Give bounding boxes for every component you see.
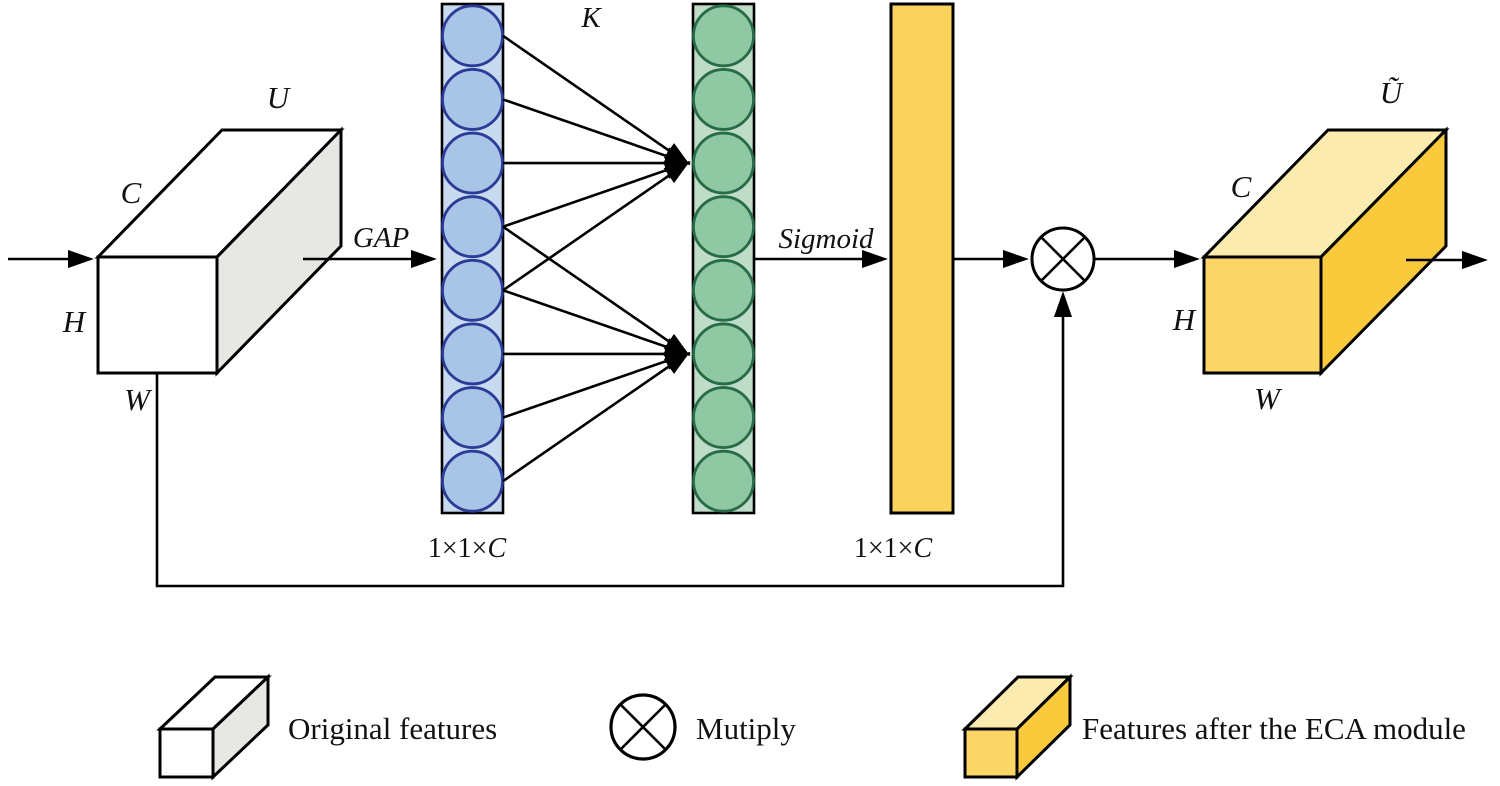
- conv-connection-line: [502, 98, 691, 165]
- legend: Original features Mutiply Features after…: [156, 673, 1466, 781]
- gap-output-dim-label: 1×1×C: [428, 533, 507, 564]
- conv-connection-line: [502, 351, 691, 483]
- legend-multiply-label: Mutiply: [696, 711, 796, 746]
- input-cuboid-channel-label: C: [121, 175, 142, 210]
- gap-channel-node: [441, 258, 504, 322]
- gap-arrow-group: GAP: [303, 222, 437, 269]
- gap-channel-node: [441, 131, 504, 195]
- gap-channel-node: [441, 449, 504, 513]
- attention-weights-bar-rect: [889, 2, 955, 515]
- gap-channel-node: [441, 4, 504, 68]
- sigmoid-label: Sigmoid: [778, 223, 874, 255]
- input-cuboid-height-label: H: [62, 304, 87, 339]
- conv-connection-line: [502, 225, 691, 357]
- dim-label-prefix: 1×1×: [854, 533, 914, 564]
- dim-label-c: C: [913, 533, 932, 564]
- conv-channel-node: [692, 4, 755, 68]
- conv-connection-line: [502, 352, 691, 419]
- output-cuboid-channel-label: C: [1231, 169, 1252, 204]
- legend-original-features-label: Original features: [288, 711, 497, 746]
- gap-channel-node: [441, 386, 504, 449]
- conv-channel-node: [692, 449, 755, 513]
- input-cuboid-top-label: U: [267, 80, 292, 115]
- dim-label-prefix: 1×1×: [428, 533, 488, 564]
- legend-item-eca-features: Features after the ECA module: [961, 673, 1466, 781]
- attention-weights-bar: 1×1×C: [854, 2, 955, 564]
- gap-output-column-circles: [441, 4, 504, 513]
- multiply-x-stroke: [1040, 236, 1086, 282]
- conv-connection-line: [502, 34, 691, 166]
- gap-label: GAP: [353, 222, 409, 254]
- input-cuboid-width-label: W: [124, 382, 153, 417]
- conv-connection-line: [502, 160, 691, 292]
- conv1d-connections: [502, 34, 691, 483]
- legend-item-multiply: Mutiply: [609, 693, 796, 761]
- output-cuboid-front-face: [1202, 255, 1323, 375]
- output-cuboid-width-label: W: [1254, 381, 1283, 416]
- legend-yellow-cuboid-front: [963, 727, 1019, 779]
- input-feature-cuboid: U C H W: [62, 80, 345, 417]
- legend-gray-cuboid-front: [158, 727, 215, 779]
- input-cuboid-front-face: [96, 255, 219, 375]
- conv-channel-node: [692, 322, 755, 386]
- output-cuboid-height-label: H: [1172, 302, 1197, 337]
- conv-channel-node: [692, 131, 755, 195]
- conv-channel-node: [692, 258, 755, 322]
- output-feature-cuboid: Ũ C H W: [1172, 75, 1450, 416]
- conv-channel-node: [692, 195, 755, 259]
- conv-channel-node: [692, 386, 755, 449]
- conv-output-column: [691, 2, 756, 515]
- attention-weights-dim-label: 1×1×C: [854, 533, 933, 564]
- gap-output-column: 1×1×C: [428, 2, 507, 564]
- skip-connection-arrow: [155, 291, 1073, 588]
- gap-channel-node: [441, 68, 504, 131]
- legend-multiply-x-stroke: [619, 703, 667, 751]
- sigmoid-arrow-group: Sigmoid: [754, 223, 888, 269]
- legend-eca-features-label: Features after the ECA module: [1082, 711, 1466, 746]
- conv-connection-line: [502, 289, 691, 356]
- conv-channel-node: [692, 68, 755, 131]
- kernel-size-label: K: [580, 2, 602, 34]
- dim-label-c: C: [487, 533, 506, 564]
- multiply-operator: [1030, 226, 1096, 292]
- conv-output-column-circles: [692, 4, 755, 513]
- legend-item-original-features: Original features: [156, 673, 497, 781]
- conv-connection-line: [502, 161, 691, 228]
- output-cuboid-top-label: Ũ: [1380, 75, 1405, 110]
- gap-channel-node: [441, 195, 504, 259]
- gap-channel-node: [441, 322, 504, 386]
